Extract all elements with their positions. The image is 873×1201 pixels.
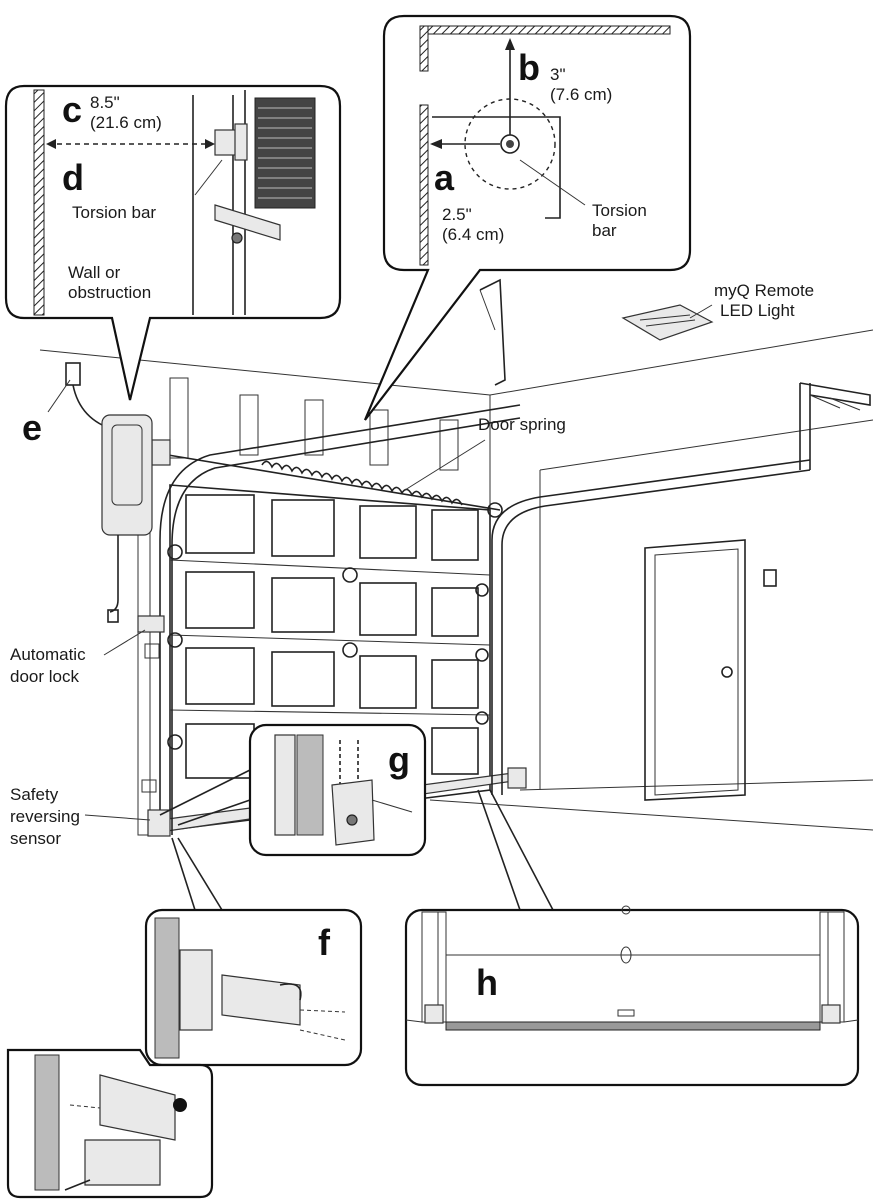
label-c-measure: 8.5" xyxy=(90,93,120,112)
garage-room xyxy=(39,329,873,831)
letter-g: g xyxy=(388,739,410,780)
wall-mount-opener xyxy=(65,362,153,623)
letter-c: c xyxy=(62,89,82,130)
label-c-metric: (21.6 cm) xyxy=(90,113,162,132)
label-torsion-right-line2: bar xyxy=(592,221,617,240)
label-door-spring: Door spring xyxy=(478,415,566,434)
label-remote-light-line2: LED Light xyxy=(720,301,795,320)
outlet xyxy=(65,362,81,386)
label-torsion-bar-left: Torsion bar xyxy=(72,203,156,222)
callout-sensor-bracket-bottom xyxy=(6,1048,214,1199)
label-wall-line2: obstruction xyxy=(68,283,151,302)
label-sensor-line1: Safety xyxy=(10,785,59,804)
label-a-measure: 2.5" xyxy=(442,205,472,224)
callout-bottom-seal: h xyxy=(404,789,860,1087)
label-remote-light-line1: myQ Remote xyxy=(714,281,814,300)
remote-led-light xyxy=(621,304,714,341)
torsion-spring-assembly xyxy=(149,439,503,518)
label-door-lock-line1: Automatic xyxy=(10,645,86,664)
label-b-measure: 3" xyxy=(550,65,566,84)
callout-sensor-bracket-f: f xyxy=(144,837,363,1067)
main-labels: e myQ Remote LED Light Door spring Autom… xyxy=(10,281,814,848)
label-a-metric: (6.4 cm) xyxy=(442,225,504,244)
label-torsion-right-line1: Torsion xyxy=(592,201,647,220)
letter-b: b xyxy=(518,47,540,88)
letter-a: a xyxy=(434,157,455,198)
light-switch xyxy=(763,569,777,587)
label-door-lock-line2: door lock xyxy=(10,667,79,686)
label-b-metric: (7.6 cm) xyxy=(550,85,612,104)
door-knob xyxy=(721,666,733,678)
callout-torsion-clearance: c 8.5" (21.6 cm) d Torsion bar Wall or o… xyxy=(4,84,342,401)
opener-body xyxy=(101,414,153,536)
interior-door xyxy=(644,539,777,801)
letter-h: h xyxy=(476,962,498,1003)
door-tracks xyxy=(137,278,871,836)
callout-sensor-bracket-top: g xyxy=(159,723,427,857)
letter-d: d xyxy=(62,157,84,198)
automatic-door-lock-device xyxy=(137,615,165,659)
door-spring-coil xyxy=(261,460,463,506)
label-sensor-line3: sensor xyxy=(10,829,61,848)
label-wall-line1: Wall or xyxy=(68,263,121,282)
label-sensor-line2: reversing xyxy=(10,807,80,826)
callout-headroom-clearance: b 3" (7.6 cm) a 2.5" (6.4 cm) Torsion ba… xyxy=(363,14,692,421)
safety-sensors xyxy=(141,767,527,837)
letter-f: f xyxy=(318,922,331,963)
letter-e: e xyxy=(22,407,42,448)
